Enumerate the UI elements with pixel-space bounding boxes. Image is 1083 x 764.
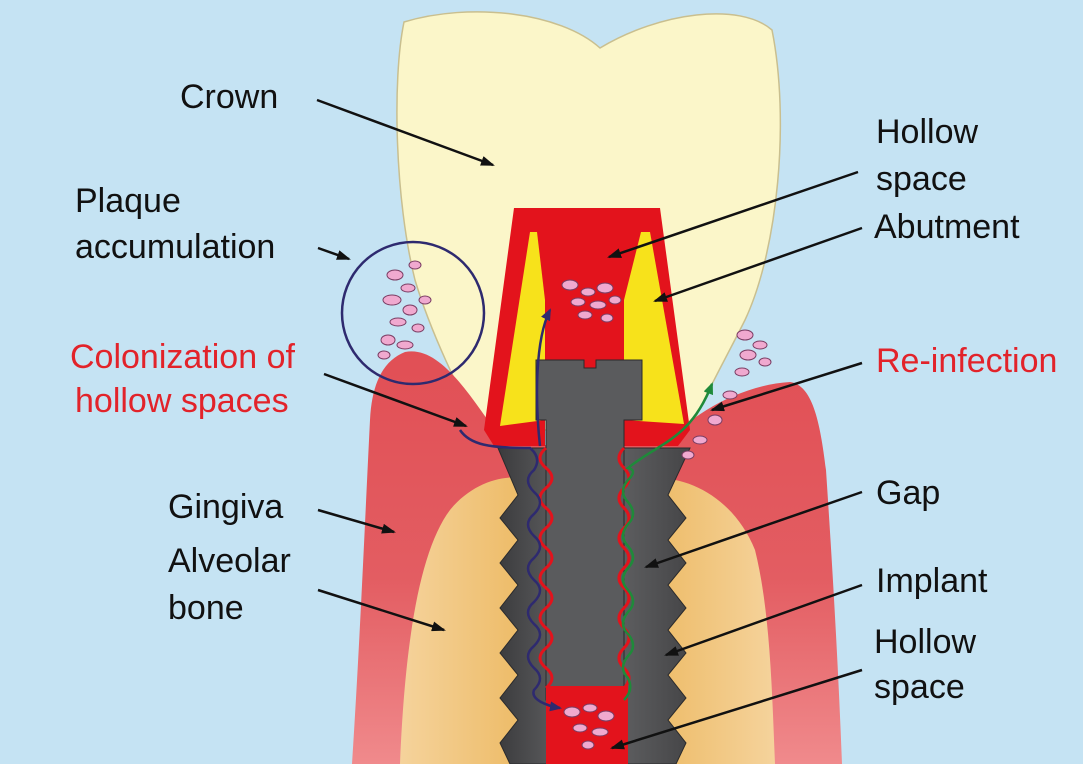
- gingiva-label: Gingiva: [168, 488, 284, 526]
- abutment-label: Abutment: [874, 208, 1020, 246]
- bottom-hollow-space: [546, 686, 628, 764]
- gap-label: Gap: [876, 474, 941, 512]
- abutment-arrow: [653, 226, 863, 303]
- reinfection-arrow: [710, 361, 863, 412]
- hollow-space-top-label-line2: space: [876, 160, 967, 198]
- gap-arrow: [644, 490, 863, 569]
- abutment-insert-left: [500, 232, 545, 426]
- hollow-space-top-arrow: [607, 170, 859, 259]
- crown-arrow: [316, 98, 495, 167]
- implant-arrow: [664, 583, 863, 657]
- reinfection-label: Re-infection: [876, 342, 1058, 380]
- colonization-path: [458, 429, 562, 712]
- hollow-space-top-label-line1: Hollow: [876, 113, 979, 151]
- hollow-space-bottom-arrow: [610, 668, 863, 750]
- colonization-path-upper: [535, 308, 552, 447]
- colonization-arrow: [323, 372, 468, 428]
- reinfection-path: [621, 382, 714, 701]
- implant-label: Implant: [876, 562, 988, 600]
- colonization-label-line1: Colonization of: [70, 338, 295, 376]
- gap-line-left-red: [538, 446, 554, 690]
- plaque-cluster-bottom-hollow: [563, 703, 615, 750]
- alveolar-label-line2: bone: [168, 589, 244, 627]
- plaque-cluster-top-hollow: [561, 279, 622, 323]
- crown-label: Crown: [180, 78, 279, 116]
- plaque-cluster-right: [681, 329, 772, 460]
- abutment-screw: [535, 359, 643, 701]
- alveolar-bone-arrow: [317, 588, 446, 632]
- alveolar-label-line1: Alveolar: [168, 542, 291, 580]
- hollow-space-bottom-label-line1: Hollow: [874, 623, 977, 661]
- gingiva-arrow: [317, 508, 396, 534]
- plaque-cluster-left: [377, 260, 432, 360]
- colonization-label-line2: hollow spaces: [75, 382, 289, 420]
- plaque-label-line2: accumulation: [75, 228, 276, 266]
- plaque-highlight-circle: [340, 240, 486, 386]
- hollow-space-bottom-label-line2: space: [874, 668, 965, 706]
- plaque-arrow: [317, 246, 351, 261]
- plaque-label-line1: Plaque: [75, 182, 181, 220]
